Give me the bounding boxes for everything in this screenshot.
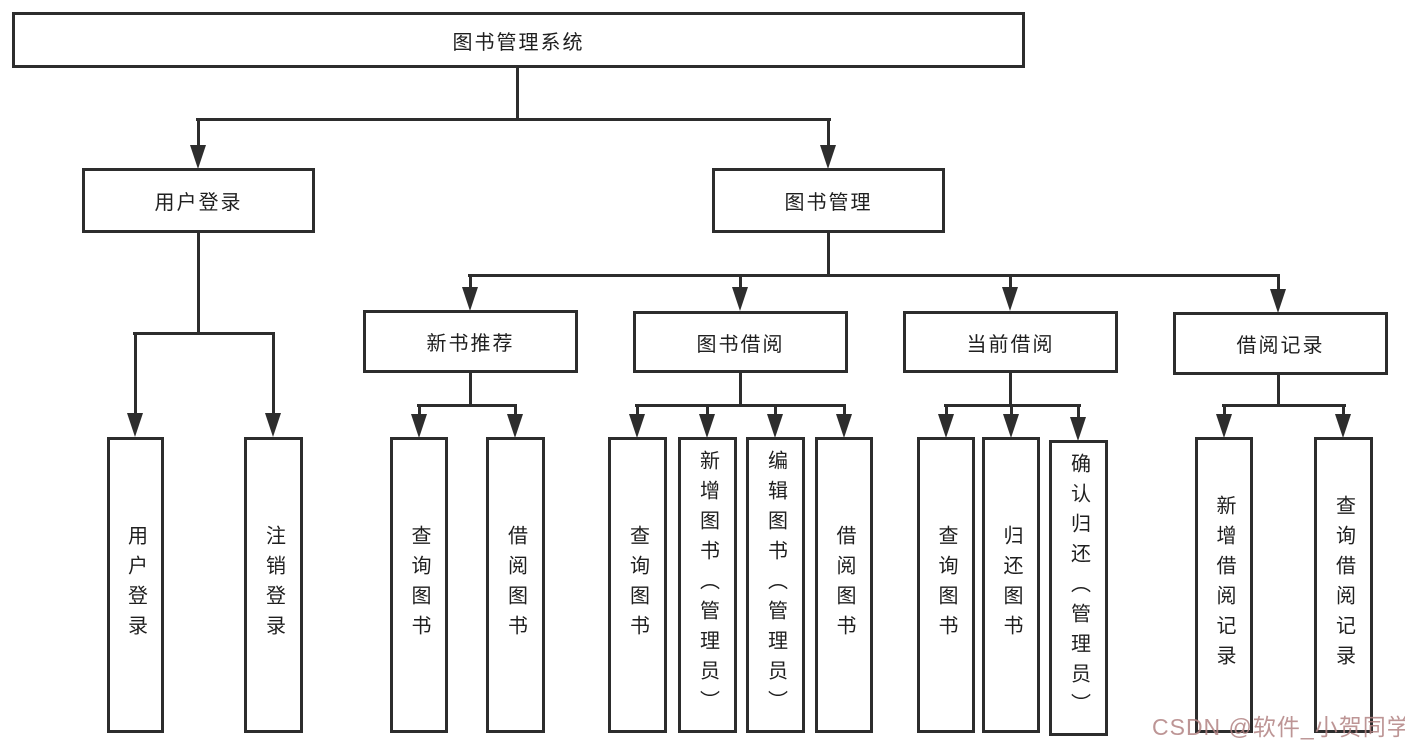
- connector-stem: [739, 373, 742, 407]
- connector-arrow: [507, 407, 523, 438]
- connector-rail: [196, 118, 831, 121]
- leaf-query-borrow-record: 查询借阅记录: [1314, 437, 1373, 733]
- node-borrowing-records: 借阅记录: [1173, 312, 1388, 375]
- node-library-system: 图书管理系统: [12, 12, 1025, 68]
- connector-stem: [516, 68, 519, 121]
- leaf-borrow-books-recommend: 借阅图书: [486, 437, 545, 733]
- csdn-watermark: CSDN @软件_小贺同学: [1152, 714, 1405, 740]
- connector-arrow: [1002, 277, 1018, 311]
- node-book-borrowing-label: 图书借阅: [696, 333, 785, 356]
- node-new-book-recommend-label: 新书推荐: [426, 333, 515, 355]
- connector-rail: [1222, 404, 1346, 407]
- connector-rail: [468, 274, 1280, 277]
- connector-arrow: [127, 335, 143, 437]
- node-book-management-label: 图书管理: [784, 192, 873, 214]
- leaf-return-books: 归还图书: [982, 437, 1040, 733]
- node-current-borrowing-label: 当前借阅: [966, 333, 1055, 356]
- leaf-borrow-books-borrowing: 借阅图书: [815, 437, 873, 733]
- leaf-edit-books-admin: 编辑图书（管理员）: [746, 437, 805, 733]
- leaf-query-books-borrowing: 查询图书: [608, 437, 667, 733]
- leaf-confirm-return-admin-label: 确认归还（管理员）: [1067, 453, 1090, 723]
- leaf-add-borrow-record-label: 新增借阅记录: [1213, 495, 1235, 675]
- leaf-logout: 注销登录: [244, 437, 303, 733]
- connector-stem: [1277, 375, 1280, 407]
- connector-rail: [133, 332, 275, 335]
- connector-arrow: [820, 121, 836, 169]
- leaf-return-books-label: 归还图书: [1000, 525, 1022, 645]
- node-borrowing-records-label: 借阅记录: [1236, 335, 1325, 357]
- node-book-management: 图书管理: [712, 168, 945, 233]
- leaf-user-login: 用户登录: [107, 437, 164, 733]
- connector-arrow: [836, 407, 852, 438]
- leaf-confirm-return-admin: 确认归还（管理员）: [1049, 440, 1108, 736]
- node-new-book-recommend: 新书推荐: [363, 310, 578, 373]
- leaf-query-books-recommend-label: 查询图书: [408, 525, 430, 645]
- connector-stem: [827, 233, 830, 277]
- leaf-add-books-admin-label: 新增图书（管理员）: [696, 450, 719, 720]
- connector-arrow: [767, 407, 783, 438]
- node-user-login: 用户登录: [82, 168, 315, 233]
- connector-arrow: [265, 335, 281, 437]
- connector-arrow: [629, 407, 645, 438]
- leaf-query-books-current: 查询图书: [917, 437, 975, 733]
- leaf-borrow-books-borrowing-label: 借阅图书: [833, 525, 855, 645]
- connector-stem: [469, 373, 472, 407]
- connector-arrow: [1070, 407, 1086, 441]
- node-user-login-label: 用户登录: [154, 192, 243, 214]
- leaf-logout-label: 注销登录: [262, 525, 285, 645]
- leaf-query-borrow-record-label: 查询借阅记录: [1332, 495, 1355, 675]
- connector-arrow: [699, 407, 715, 438]
- connector-arrow: [190, 121, 206, 169]
- node-current-borrowing: 当前借阅: [903, 311, 1118, 373]
- leaf-add-borrow-record: 新增借阅记录: [1195, 437, 1253, 733]
- leaf-user-login-label: 用户登录: [124, 525, 147, 645]
- connector-arrow: [732, 277, 748, 311]
- node-book-borrowing: 图书借阅: [633, 311, 848, 373]
- connector-arrow: [1270, 277, 1286, 313]
- connector-arrow: [938, 407, 954, 438]
- connector-arrow: [1335, 407, 1351, 438]
- leaf-query-books-borrowing-label: 查询图书: [626, 525, 649, 645]
- connector-arrow: [1216, 407, 1232, 438]
- connector-arrow: [1003, 407, 1019, 438]
- leaf-query-books-current-label: 查询图书: [935, 525, 957, 645]
- connector-stem: [1009, 373, 1012, 407]
- connector-rail: [635, 404, 846, 407]
- connector-rail: [417, 404, 517, 407]
- node-library-system-label: 图书管理系统: [452, 31, 585, 54]
- leaf-borrow-books-recommend-label: 借阅图书: [504, 525, 527, 645]
- leaf-edit-books-admin-label: 编辑图书（管理员）: [764, 450, 787, 720]
- connector-rail: [944, 404, 1081, 407]
- connector-arrow: [462, 277, 478, 311]
- leaf-query-books-recommend: 查询图书: [390, 437, 448, 733]
- connector-stem: [197, 233, 200, 335]
- connector-arrow: [411, 407, 427, 438]
- leaf-add-books-admin: 新增图书（管理员）: [678, 437, 737, 733]
